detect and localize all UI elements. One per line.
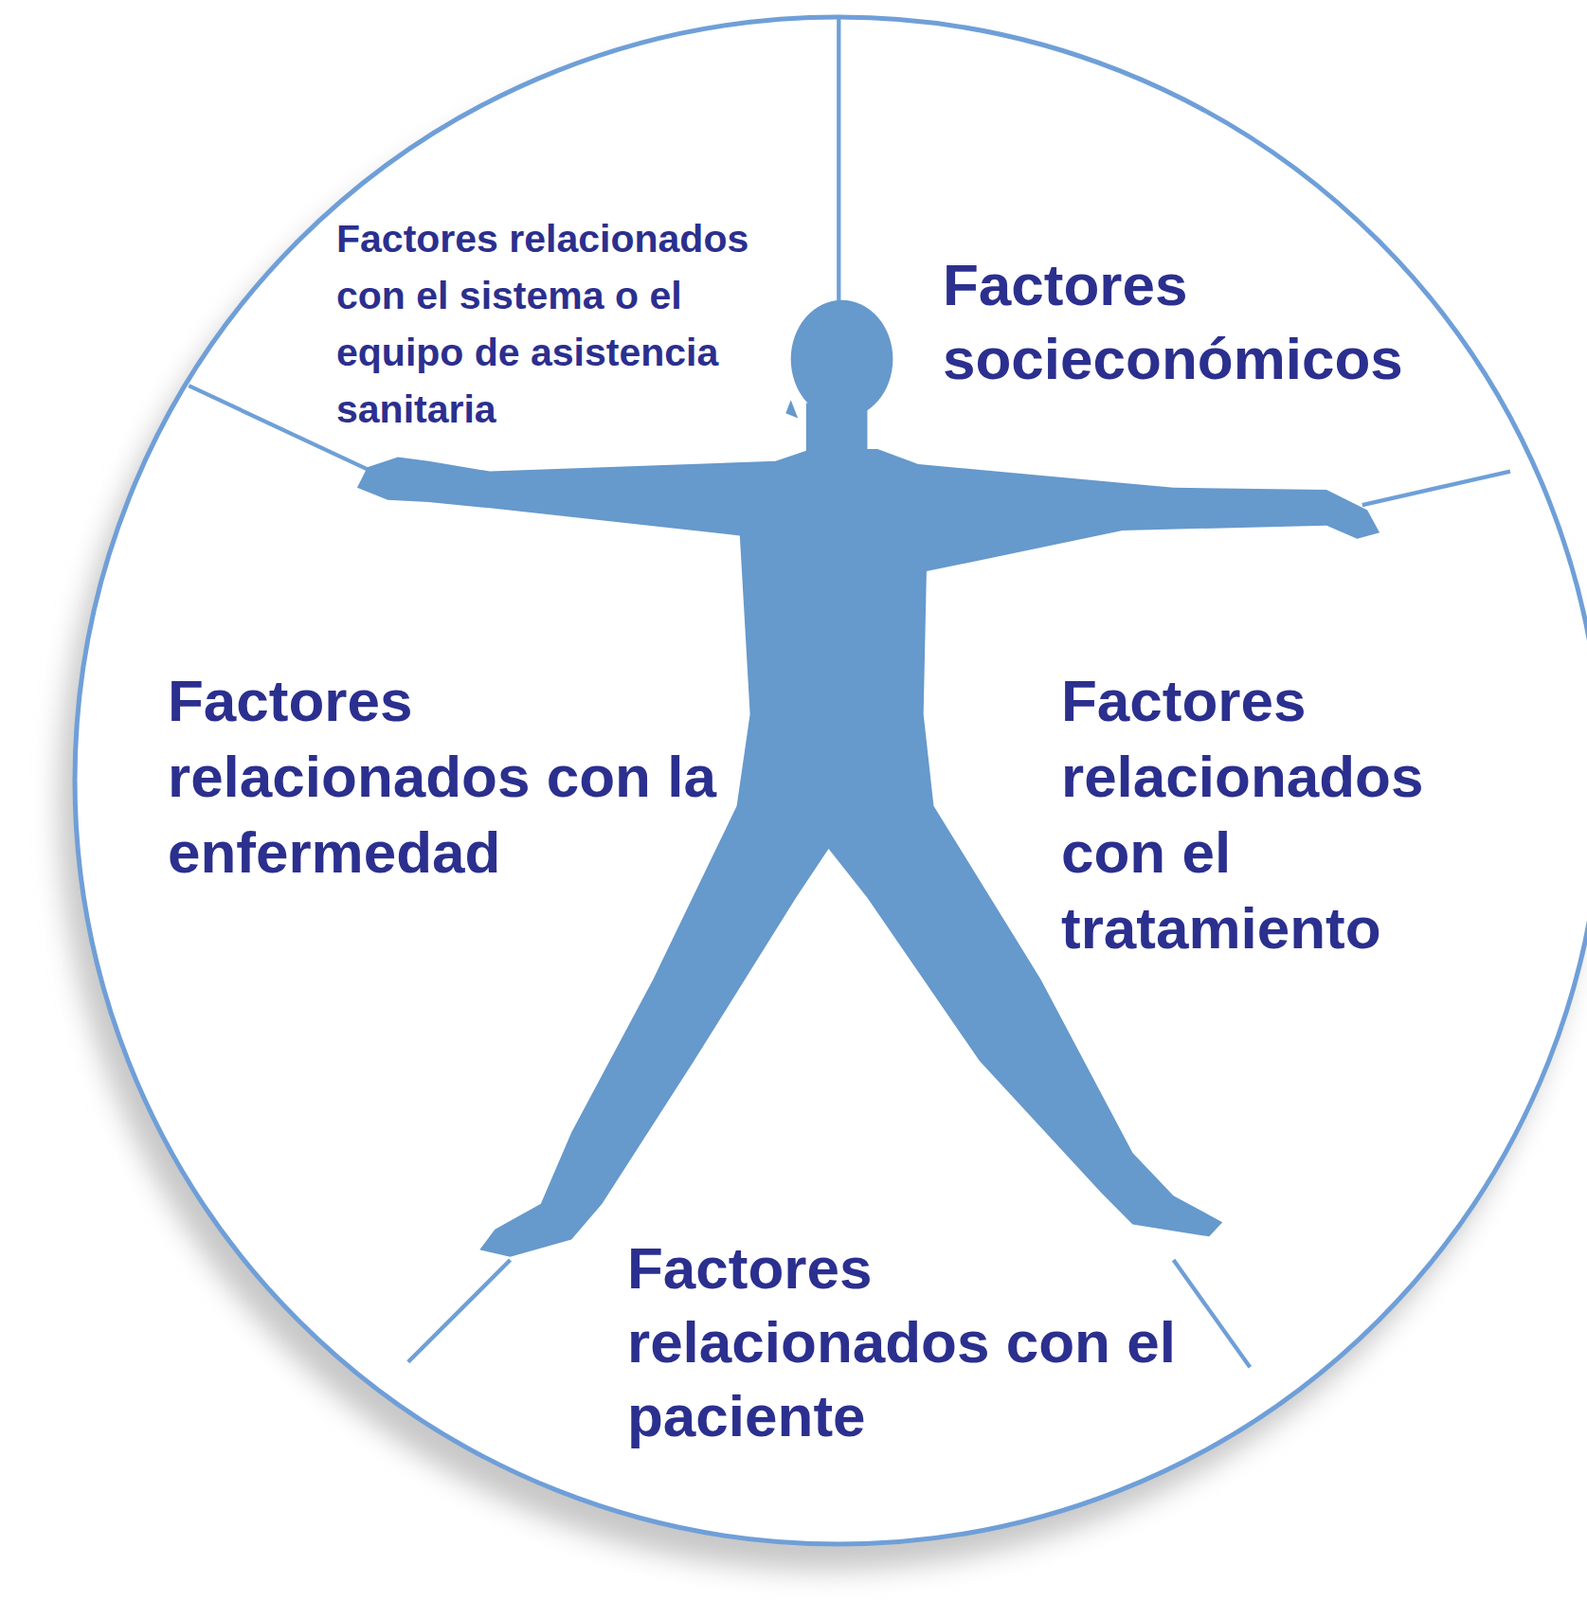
- outer-circle: [74, 17, 1587, 1545]
- label-text: Factores socieconómicos: [942, 248, 1455, 397]
- label-text: Factores relacionados con el sistema o e…: [336, 210, 806, 438]
- label-text: Factores relacionados con el paciente: [627, 1231, 1187, 1454]
- label-text: Factores relacionados con el tratamiento: [1061, 663, 1488, 967]
- label-text: Factores relacionados con la enfermedad: [167, 663, 727, 891]
